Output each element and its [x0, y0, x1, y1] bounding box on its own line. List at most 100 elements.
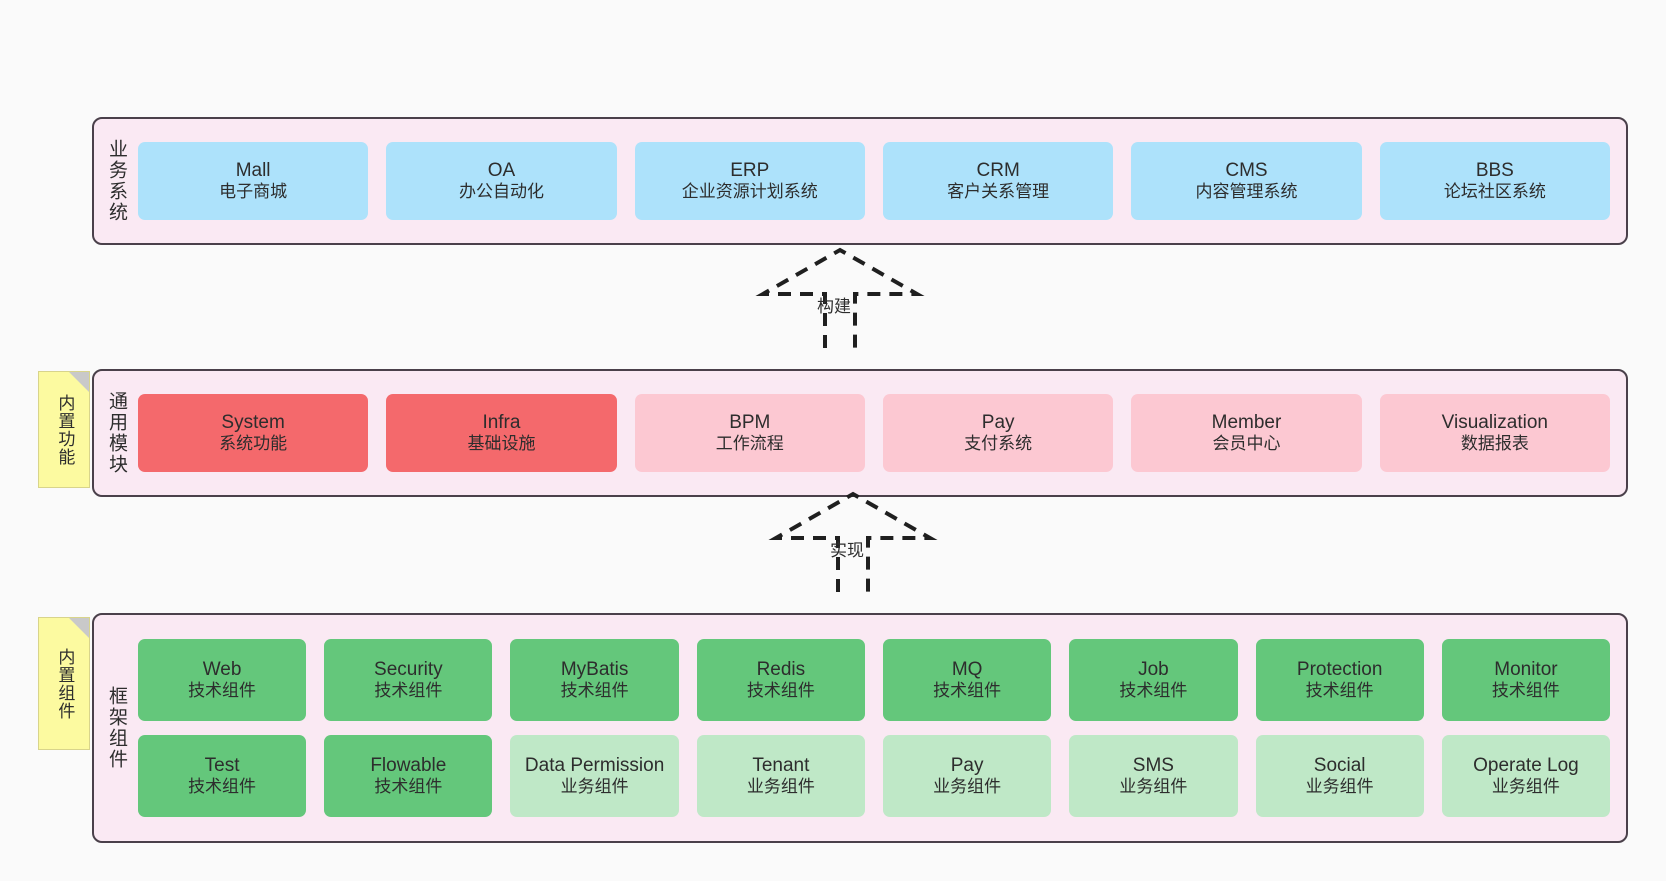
- node-subtitle: 业务组件: [933, 777, 1002, 797]
- node-title: Security: [374, 659, 443, 681]
- arrow-implement: 实现: [768, 491, 968, 602]
- node-mybatis[interactable]: MyBatis 技术组件: [510, 639, 679, 721]
- node-title: Test: [204, 755, 240, 777]
- node-title: Job: [1138, 659, 1169, 681]
- node-flowable[interactable]: Flowable 技术组件: [324, 735, 493, 817]
- node-sms[interactable]: SMS 业务组件: [1069, 735, 1238, 817]
- node-redis[interactable]: Redis 技术组件: [696, 639, 865, 721]
- node-title: SMS: [1132, 755, 1174, 777]
- sticky-note-builtin-components: 内置组件: [38, 617, 90, 750]
- node-crm[interactable]: CRM 客户关系管理: [882, 142, 1114, 220]
- node-operate-log[interactable]: Operate Log 业务组件: [1441, 735, 1611, 817]
- node-job[interactable]: Job 技术组件: [1069, 639, 1238, 721]
- arrow-implement-label: 实现: [830, 541, 864, 560]
- node-protection[interactable]: Protection 技术组件: [1255, 639, 1424, 721]
- layer-modules-boxes: System 系统功能 Infra 基础设施 BPM 工作流程 Pay 支付系统…: [136, 371, 1626, 495]
- node-title: OA: [487, 160, 516, 182]
- node-pay-module[interactable]: Pay 支付系统: [882, 394, 1114, 472]
- node-subtitle: 论坛社区系统: [1443, 182, 1546, 202]
- layer-framework-boxes: Web 技术组件 Security 技术组件 MyBatis 技术组件 Redi…: [136, 615, 1626, 841]
- node-title: Member: [1211, 412, 1282, 434]
- arrow-build: 构建: [755, 247, 955, 358]
- node-cms[interactable]: CMS 内容管理系统: [1131, 142, 1362, 220]
- node-title: BBS: [1475, 160, 1514, 182]
- node-title: Mall: [235, 160, 271, 182]
- node-title: Pay: [950, 755, 984, 777]
- node-pay-component[interactable]: Pay 业务组件: [883, 735, 1052, 817]
- node-mall[interactable]: Mall 电子商城: [137, 142, 369, 220]
- node-subtitle: 技术组件: [560, 681, 629, 701]
- node-title: Visualization: [1441, 412, 1548, 434]
- node-mq[interactable]: MQ 技术组件: [883, 639, 1052, 721]
- node-title: Redis: [756, 659, 806, 681]
- node-subtitle: 技术组件: [933, 681, 1002, 701]
- node-title: Flowable: [370, 755, 447, 777]
- layer-business-boxes: Mall 电子商城 OA 办公自动化 ERP 企业资源计划系统 CRM 客户关系…: [136, 119, 1626, 243]
- node-title: Operate Log: [1473, 755, 1579, 777]
- node-subtitle: 工作流程: [715, 434, 784, 454]
- node-title: Monitor: [1494, 659, 1558, 681]
- node-erp[interactable]: ERP 企业资源计划系统: [634, 142, 865, 220]
- node-subtitle: 基础设施: [467, 434, 536, 454]
- node-member[interactable]: Member 会员中心: [1131, 394, 1362, 472]
- boxes-row-business: Test 技术组件 Flowable 技术组件 Data Permission …: [137, 735, 1611, 817]
- node-subtitle: 技术组件: [1305, 681, 1374, 701]
- node-web[interactable]: Web 技术组件: [137, 639, 307, 721]
- node-title: Tenant: [752, 755, 810, 777]
- node-title: ERP: [730, 160, 770, 182]
- node-data-permission[interactable]: Data Permission 业务组件: [510, 735, 679, 817]
- layer-business-label: 业务系统: [105, 139, 127, 223]
- node-title: Social: [1313, 755, 1366, 777]
- layer-common-modules[interactable]: 通用模块 System 系统功能 Infra 基础设施 BPM 工作流程 Pay…: [92, 369, 1628, 497]
- node-subtitle: 企业资源计划系统: [681, 182, 818, 202]
- node-security[interactable]: Security 技术组件: [324, 639, 493, 721]
- node-subtitle: 技术组件: [746, 681, 815, 701]
- sticky-note-builtin-features: 内置功能: [38, 371, 90, 488]
- node-subtitle: 支付系统: [964, 434, 1033, 454]
- node-subtitle: 技术组件: [188, 681, 257, 701]
- sticky-note-label: 内置组件: [55, 647, 75, 720]
- node-test[interactable]: Test 技术组件: [137, 735, 307, 817]
- node-bpm[interactable]: BPM 工作流程: [634, 394, 865, 472]
- layer-business-systems[interactable]: 业务系统 Mall 电子商城 OA 办公自动化 ERP 企业资源计划系统 CRM…: [92, 117, 1628, 245]
- layer-framework-components[interactable]: 框架组件 Web 技术组件 Security 技术组件 MyBatis 技术组件…: [92, 613, 1628, 843]
- node-title: BPM: [729, 412, 771, 434]
- node-infra[interactable]: Infra 基础设施: [386, 394, 617, 472]
- node-monitor[interactable]: Monitor 技术组件: [1441, 639, 1611, 721]
- node-tenant[interactable]: Tenant 业务组件: [696, 735, 865, 817]
- node-subtitle: 技术组件: [374, 681, 443, 701]
- node-subtitle: 技术组件: [374, 777, 443, 797]
- node-bbs[interactable]: BBS 论坛社区系统: [1379, 142, 1610, 220]
- node-system[interactable]: System 系统功能: [137, 394, 369, 472]
- boxes-row: System 系统功能 Infra 基础设施 BPM 工作流程 Pay 支付系统…: [137, 394, 1610, 472]
- page-fold-icon: [69, 618, 89, 638]
- node-subtitle: 内容管理系统: [1195, 182, 1298, 202]
- page-fold-icon: [69, 372, 89, 392]
- node-subtitle: 业务组件: [1491, 777, 1560, 797]
- node-subtitle: 业务组件: [746, 777, 815, 797]
- node-title: Web: [202, 659, 242, 681]
- node-subtitle: 电子商城: [219, 182, 288, 202]
- node-subtitle: 业务组件: [1305, 777, 1374, 797]
- node-subtitle: 技术组件: [188, 777, 257, 797]
- node-subtitle: 业务组件: [1119, 777, 1188, 797]
- sticky-note-label: 内置功能: [55, 393, 75, 466]
- node-subtitle: 技术组件: [1491, 681, 1560, 701]
- boxes-row-technical: Web 技术组件 Security 技术组件 MyBatis 技术组件 Redi…: [137, 639, 1611, 721]
- node-subtitle: 业务组件: [560, 777, 629, 797]
- node-subtitle: 会员中心: [1212, 434, 1281, 454]
- node-subtitle: 技术组件: [1119, 681, 1188, 701]
- node-oa[interactable]: OA 办公自动化: [386, 142, 617, 220]
- node-social[interactable]: Social 业务组件: [1255, 735, 1424, 817]
- node-title: MQ: [951, 659, 983, 681]
- node-visualization[interactable]: Visualization 数据报表: [1379, 394, 1610, 472]
- node-subtitle: 系统功能: [219, 434, 288, 454]
- node-title: System: [221, 412, 285, 434]
- node-title: CMS: [1225, 160, 1268, 182]
- node-subtitle: 数据报表: [1460, 434, 1529, 454]
- node-title: Data Permission: [524, 755, 665, 777]
- arrow-build-label: 构建: [817, 297, 851, 316]
- node-title: Pay: [981, 412, 1015, 434]
- node-subtitle: 办公自动化: [458, 182, 544, 202]
- boxes-row: Mall 电子商城 OA 办公自动化 ERP 企业资源计划系统 CRM 客户关系…: [137, 142, 1610, 220]
